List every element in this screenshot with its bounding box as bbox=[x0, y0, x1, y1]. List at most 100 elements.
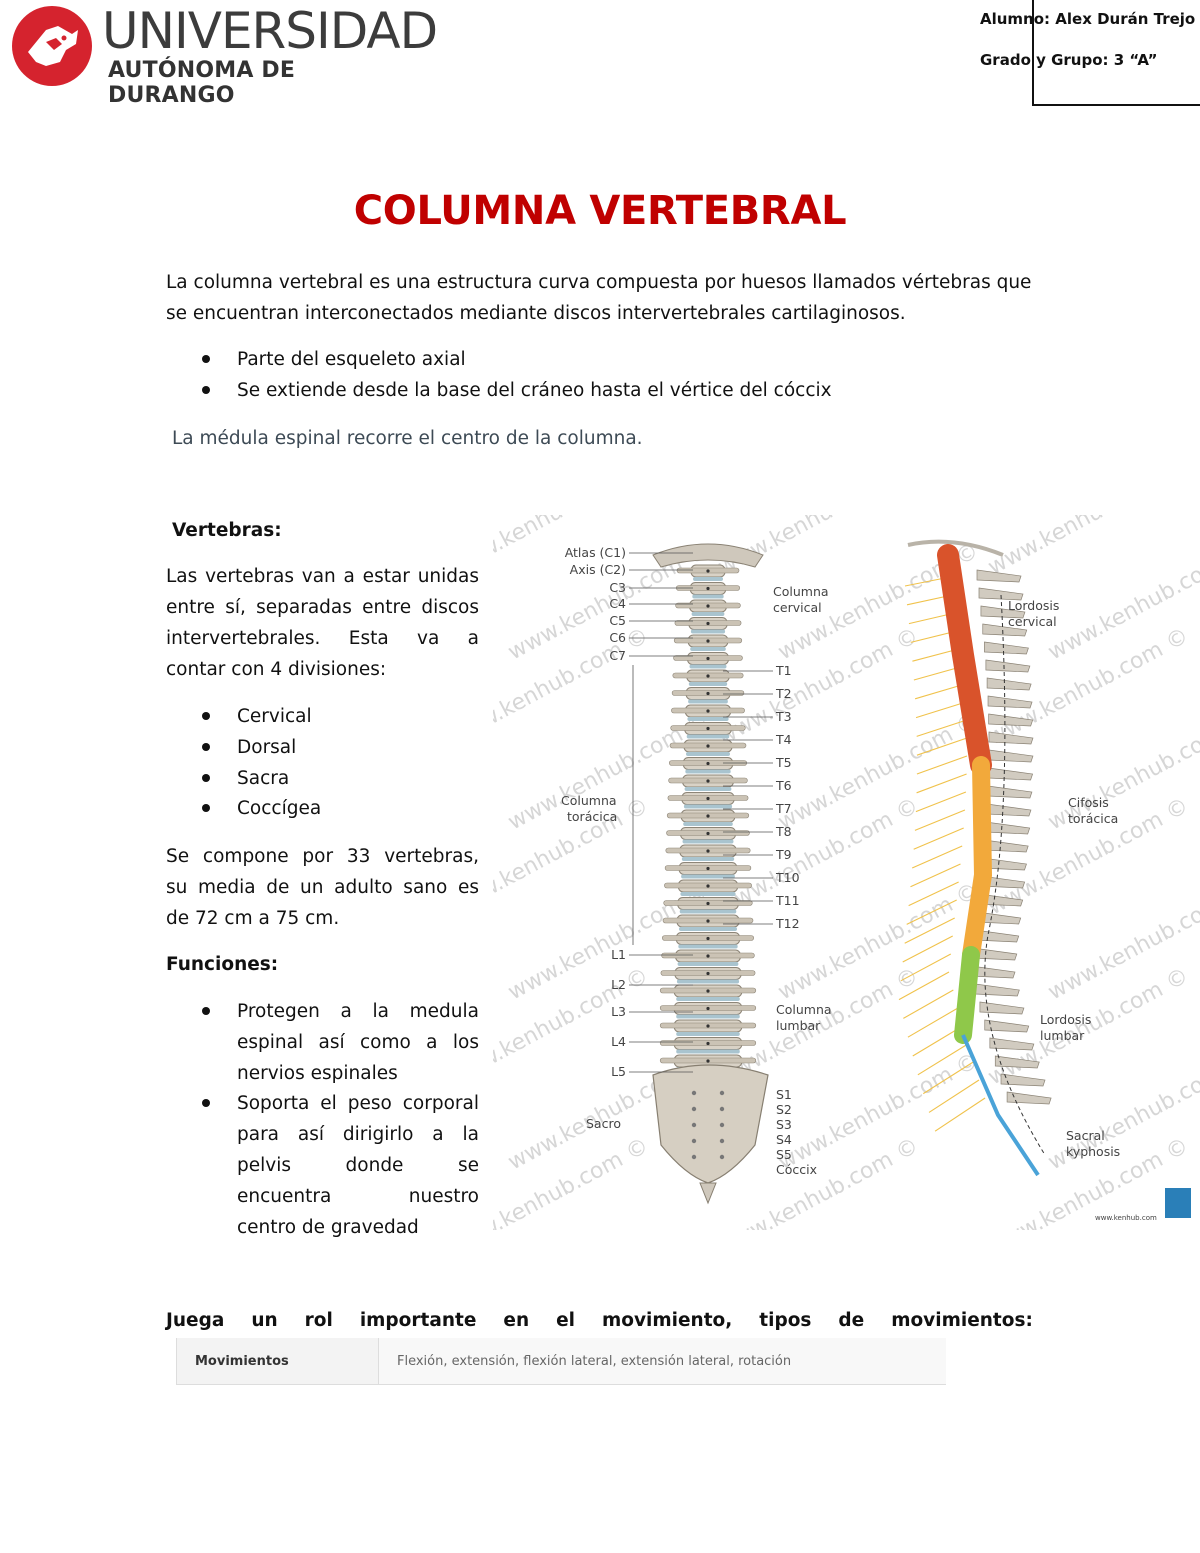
intervertebral-disc bbox=[676, 1014, 740, 1019]
vertebra-label: L2 bbox=[611, 977, 626, 992]
spinal-nerve bbox=[910, 863, 961, 888]
word: Juega bbox=[166, 1310, 225, 1331]
intervertebral-disc bbox=[693, 577, 723, 581]
word: rol bbox=[304, 1310, 333, 1331]
region-label: Columna bbox=[561, 793, 617, 808]
curve-label: kyphosis bbox=[1066, 1144, 1120, 1159]
watermark-text: www.kenhub.com © bbox=[984, 515, 1193, 580]
spinous-process bbox=[982, 623, 1028, 637]
spinal-nerve bbox=[904, 917, 955, 944]
bullet-icon bbox=[202, 804, 210, 812]
spinous-dot bbox=[706, 656, 710, 661]
intervertebral-disc bbox=[682, 839, 734, 844]
cervical-segment bbox=[937, 544, 992, 776]
sacral-foramen bbox=[719, 1106, 725, 1112]
spinous-dot bbox=[706, 744, 710, 748]
item-line: espinal así como a los bbox=[237, 1032, 479, 1053]
division-item: Coccígea bbox=[237, 798, 322, 819]
spinal-cord-note: La médula espinal recorre el centro de l… bbox=[172, 428, 643, 449]
division-item: Cervical bbox=[237, 706, 312, 727]
intervertebral-disc bbox=[676, 979, 740, 984]
intro-bullet: Se extiende desde la base del cráneo has… bbox=[237, 380, 832, 401]
item-line: encuentra nuestro bbox=[237, 1186, 479, 1207]
spinal-nerve bbox=[906, 899, 957, 925]
intervertebral-disc bbox=[683, 804, 733, 809]
spinous-dot bbox=[706, 919, 710, 923]
spinal-nerve bbox=[911, 845, 963, 869]
intervertebral-disc bbox=[679, 927, 737, 931]
vertebra-label: C4 bbox=[609, 596, 626, 611]
spinous-dot bbox=[706, 1041, 710, 1046]
spinal-nerve bbox=[914, 809, 966, 831]
sacral-foramen bbox=[719, 1122, 725, 1128]
curve-label: torácica bbox=[1068, 811, 1118, 826]
bullet-icon bbox=[202, 355, 210, 363]
division-item: Sacra bbox=[237, 768, 290, 789]
spinous-process bbox=[986, 677, 1032, 691]
intervertebral-disc bbox=[687, 717, 729, 721]
spinous-dot bbox=[706, 831, 710, 836]
spinous-dot bbox=[706, 639, 710, 643]
bullet-icon bbox=[202, 743, 210, 751]
function-item: Soporta el peso corporal para así dirigi… bbox=[237, 1088, 479, 1243]
paragraph-line: su media de un adulto sano es bbox=[166, 877, 479, 898]
vertebra-label: T7 bbox=[775, 801, 792, 816]
vertebras-paragraph: Las vertebras van a estar unidas entre s… bbox=[166, 561, 479, 685]
student-group: Grado y Grupo: 3 “A” bbox=[980, 51, 1158, 69]
vertebra-label: S5 bbox=[776, 1147, 792, 1162]
spinous-dot bbox=[706, 621, 710, 626]
vertebra-label: S2 bbox=[776, 1102, 792, 1117]
spinous-dot bbox=[706, 954, 710, 958]
vertebra-label: T12 bbox=[775, 916, 800, 931]
spinal-nerve bbox=[898, 971, 950, 1001]
table-value-cell: Flexión, extensión, flexión lateral, ext… bbox=[378, 1338, 946, 1385]
curve-label: Sacral bbox=[1066, 1128, 1105, 1143]
spinous-dot bbox=[706, 884, 710, 888]
spinous-dot bbox=[706, 1024, 710, 1028]
intervertebral-disc bbox=[690, 629, 726, 634]
spinous-process bbox=[1000, 1073, 1046, 1087]
spinal-nerve bbox=[917, 1043, 969, 1076]
spinous-process bbox=[980, 605, 1026, 619]
vertebra-label: S3 bbox=[776, 1117, 792, 1132]
table-row: Movimientos Flexión, extensión, flexión … bbox=[176, 1338, 946, 1385]
bullet-icon bbox=[202, 386, 210, 394]
vertebra-label: C3 bbox=[609, 580, 626, 595]
intervertebral-disc bbox=[689, 664, 727, 669]
spinal-nerve bbox=[934, 1097, 986, 1132]
vertebra-label: T3 bbox=[775, 709, 792, 724]
lumbar-segment bbox=[954, 946, 980, 1044]
paragraph-line: entre sí, separadas entre discos bbox=[166, 597, 479, 618]
sacral-foramen bbox=[691, 1138, 697, 1144]
funciones-heading: Funciones: bbox=[166, 954, 279, 975]
spinous-process bbox=[988, 767, 1034, 781]
item-line: centro de gravedad bbox=[237, 1217, 419, 1238]
division-item: Dorsal bbox=[237, 737, 297, 758]
word: tipos bbox=[759, 1310, 812, 1331]
spinous-process bbox=[978, 587, 1024, 601]
item-line: Protegen a la medula bbox=[237, 1001, 479, 1022]
spinal-nerve bbox=[908, 881, 959, 907]
university-logo: UNIVERSIDAD AUTÓNOMA DE DURANGO bbox=[6, 0, 438, 108]
vertebra-label: C5 bbox=[609, 613, 626, 628]
vertebra-label: L4 bbox=[611, 1034, 626, 1049]
spinal-nerve bbox=[915, 701, 967, 719]
spine-illustration: www.kenhub.com ©www.kenhub.com ©www.kenh… bbox=[493, 515, 1200, 1230]
sacral-foramen bbox=[719, 1154, 725, 1160]
movements-table: Movimientos Flexión, extensión, flexión … bbox=[176, 1338, 946, 1385]
intervertebral-disc bbox=[676, 997, 740, 1001]
word: importante bbox=[359, 1310, 477, 1331]
size-paragraph: Se compone por 33 vertebras, su media de… bbox=[166, 841, 479, 934]
intervertebral-disc bbox=[692, 594, 724, 599]
bullet-icon bbox=[202, 1099, 210, 1107]
intervertebral-disc bbox=[679, 909, 737, 914]
spinous-process bbox=[974, 983, 1020, 997]
spinous-dot bbox=[706, 901, 710, 906]
word: el bbox=[556, 1310, 575, 1331]
region-label: cervical bbox=[773, 600, 822, 615]
intro-line-1: La columna vertebral es una estructura c… bbox=[166, 272, 1032, 293]
logo-subtitle: AUTÓNOMA DE DURANGO bbox=[108, 58, 296, 108]
intervertebral-disc bbox=[686, 752, 730, 756]
vertebra-label: Cóccix bbox=[776, 1162, 817, 1177]
item-line: Soporta el peso corporal bbox=[237, 1093, 479, 1114]
